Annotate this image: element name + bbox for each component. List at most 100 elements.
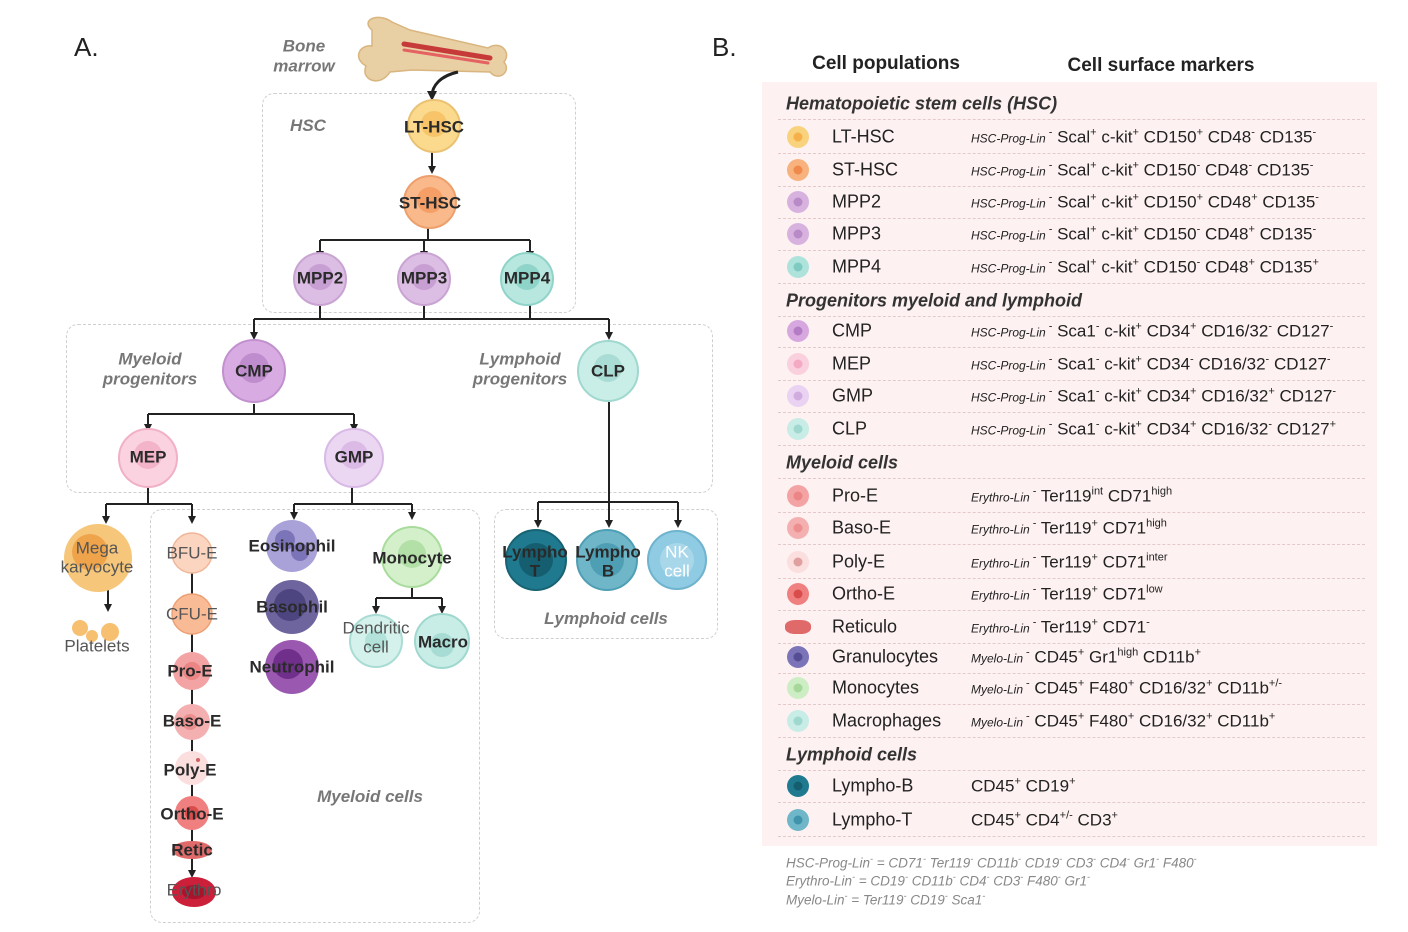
eosinophil-cell <box>266 520 318 572</box>
cell-icon <box>787 191 809 213</box>
cmp-cell <box>222 339 286 403</box>
marker-text: - <box>970 854 974 864</box>
marker-text: + <box>1135 385 1142 398</box>
nucleus-icon <box>793 815 803 825</box>
cell-population-name: Macrophages <box>832 710 942 731</box>
marker-text: CD127 <box>1269 354 1327 374</box>
cell-icon <box>787 126 809 148</box>
row-divider <box>778 380 1365 381</box>
marker-text: + <box>1069 775 1076 788</box>
macro-label: Macro <box>417 632 469 652</box>
marker-text: F480 <box>1023 873 1058 889</box>
marker-text: CD45 <box>971 810 1015 830</box>
cell-icon <box>785 620 811 634</box>
marker-text: CD11b <box>907 873 953 889</box>
marker-text: high <box>1151 485 1173 498</box>
surface-markers: Myelo-Lin- CD45+ F480+ CD16/32+ CD11b+ <box>971 711 1275 732</box>
marker-text: + <box>1077 677 1085 690</box>
section-title: Myeloid cells <box>786 452 899 473</box>
surface-markers: CD45+ CD4+/- CD3+ <box>971 810 1118 831</box>
marker-text: CD135 <box>1254 224 1313 244</box>
row-divider <box>778 412 1365 413</box>
marker-text: HSC-Prog-Lin <box>971 423 1046 438</box>
cell-population-name: Lympho-T <box>832 809 913 830</box>
lt-hsc-cell <box>407 99 461 153</box>
marker-text: Erythro-Lin <box>971 588 1030 603</box>
marker-text: c-kit <box>1099 354 1136 374</box>
nucleus-icon <box>793 326 803 336</box>
nucleus-icon <box>793 197 803 207</box>
marker-text: + <box>1135 418 1142 431</box>
marker-text: +/- <box>1059 809 1073 822</box>
surface-markers: HSC-Prog-Lin- Scal+ c-kit+ CD150- CD48- … <box>971 160 1313 181</box>
marker-text: CD71 <box>1097 518 1147 538</box>
nucleus-icon <box>793 683 803 693</box>
dendritic-label: Dendritic cell <box>342 618 410 656</box>
nucleus-icon <box>793 716 803 726</box>
marker-text: c-kit <box>1096 257 1133 277</box>
marker-text: Gr1 <box>1129 855 1157 871</box>
marker-text: = CD71 <box>873 855 923 871</box>
mep-label: MEP <box>129 447 167 467</box>
lympho-t-label: Lympho T <box>502 542 568 580</box>
cell-population-name: MPP3 <box>832 223 882 244</box>
nucleus-icon <box>793 491 803 501</box>
cell-population-name: Lympho-B <box>832 775 914 796</box>
marker-text: + <box>1194 646 1202 659</box>
marker-text: Ter119 <box>1036 617 1092 637</box>
myeloid-progenitors-label: Myeloid progenitors <box>102 349 198 388</box>
marker-text: CD11b <box>1212 678 1269 698</box>
marker-text: - <box>1032 616 1037 629</box>
cfu-e-cell <box>171 593 213 635</box>
marker-text: Ter119 <box>1036 552 1092 572</box>
progenitors-group-box <box>66 324 713 493</box>
marker-text: CD135 <box>1254 257 1313 277</box>
marker-text: - <box>870 854 874 864</box>
marker-text: + <box>1132 256 1139 269</box>
marker-text: - <box>1095 418 1100 431</box>
row-divider <box>778 673 1365 674</box>
nk-label: NK cell <box>664 542 690 580</box>
macro-cell <box>414 613 470 669</box>
marker-text: - <box>1268 418 1272 431</box>
marker-text: + <box>1268 385 1275 398</box>
marker-text: Scal <box>1052 160 1091 180</box>
retic-cell <box>172 841 212 859</box>
marker-text: + <box>1132 223 1139 236</box>
nucleus-icon <box>793 622 803 632</box>
marker-text: CD150 <box>1138 127 1197 147</box>
marker-text: + <box>1206 677 1213 690</box>
cmp-label: CMP <box>235 361 273 381</box>
marker-text: CD34 <box>1141 419 1191 439</box>
bone-arrow <box>427 70 459 101</box>
marker-text: CD11b <box>1138 647 1195 667</box>
cell-population-name: Baso-E <box>832 517 892 538</box>
marker-text: - <box>1018 854 1022 864</box>
marker-text: HSC-Prog-Lin <box>786 855 871 871</box>
surface-markers: HSC-Prog-Lin- Scal+ c-kit+ CD150+ CD48- … <box>971 127 1316 148</box>
megakaryocyte-label: Mega karyocyte <box>60 538 134 576</box>
marker-text: CD127 <box>1274 386 1333 406</box>
marker-text: + <box>1090 256 1097 269</box>
marker-text: + <box>1077 710 1085 723</box>
marker-text: CD48 <box>1200 224 1249 244</box>
gmp-cell <box>324 428 384 488</box>
marker-text: CD135 <box>1254 127 1313 147</box>
marker-text: + <box>1014 809 1021 822</box>
marker-text: - <box>1059 854 1063 864</box>
marker-text: CD48 <box>1203 127 1252 147</box>
marker-text: CD19 <box>1021 855 1060 871</box>
marker-text: int <box>1091 485 1104 498</box>
cell-icon <box>787 517 809 539</box>
pro-e-label: Pro-E <box>167 661 213 681</box>
row-divider <box>778 347 1365 348</box>
marker-text: HSC-Prog-Lin <box>971 164 1046 179</box>
dendritic-cell <box>349 614 403 668</box>
cell-icon <box>787 159 809 181</box>
marker-text: - <box>1268 320 1272 333</box>
clp-cell <box>577 340 639 402</box>
marker-text: CD45 <box>1029 711 1078 731</box>
marker-text: + <box>1190 385 1197 398</box>
cell-population-name: Granulocytes <box>832 646 939 667</box>
row-divider <box>778 770 1365 771</box>
